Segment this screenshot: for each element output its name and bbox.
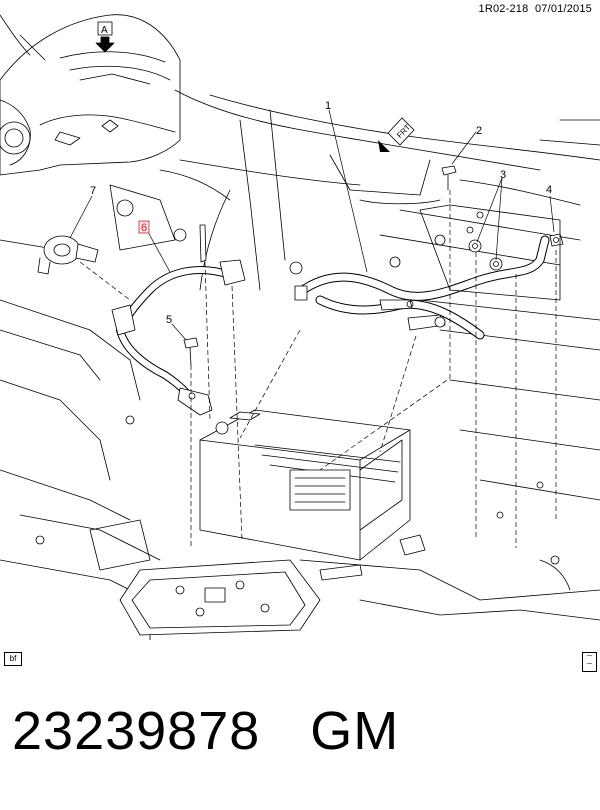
callout-2: 2 (476, 125, 482, 137)
cable-bracket (289, 204, 561, 301)
callout-3: 3 (500, 169, 506, 181)
body-structure (0, 89, 600, 640)
battery-current-sensor (37, 235, 99, 275)
callout-7: 7 (90, 185, 96, 197)
vehicle-rear-inset (0, 14, 181, 176)
alignment-lines (79, 190, 557, 548)
view-marker (95, 21, 115, 53)
callout-6-box (138, 220, 150, 234)
footer: 23239878 GM (12, 700, 399, 762)
battery (199, 409, 411, 581)
doc-date: 07/01/2015 (534, 3, 592, 15)
view-marker-label: A (101, 25, 108, 36)
battery-tray (89, 519, 426, 636)
callout-5: 5 (166, 314, 172, 326)
corner-tag: bf (4, 652, 22, 666)
gm-logo: ─ ─ (582, 652, 597, 672)
front-direction-marker: FRT (378, 117, 415, 152)
document-header: 1R02-218 07/01/2015 (479, 3, 593, 15)
callout-6: 6 (141, 222, 147, 234)
doc-id: 1R02-218 (478, 3, 529, 15)
technical-illustration: FRT A 1 2 3 4 5 6 7 (0, 14, 600, 640)
battery-cable-assembly (294, 235, 550, 340)
ground-cable (111, 224, 246, 416)
callout-1: 1 (325, 100, 331, 112)
callout-4: 4 (546, 184, 552, 196)
brand-name: GM (310, 701, 400, 761)
leader-lines (69, 109, 555, 341)
part-number: 23239878 (12, 701, 261, 761)
